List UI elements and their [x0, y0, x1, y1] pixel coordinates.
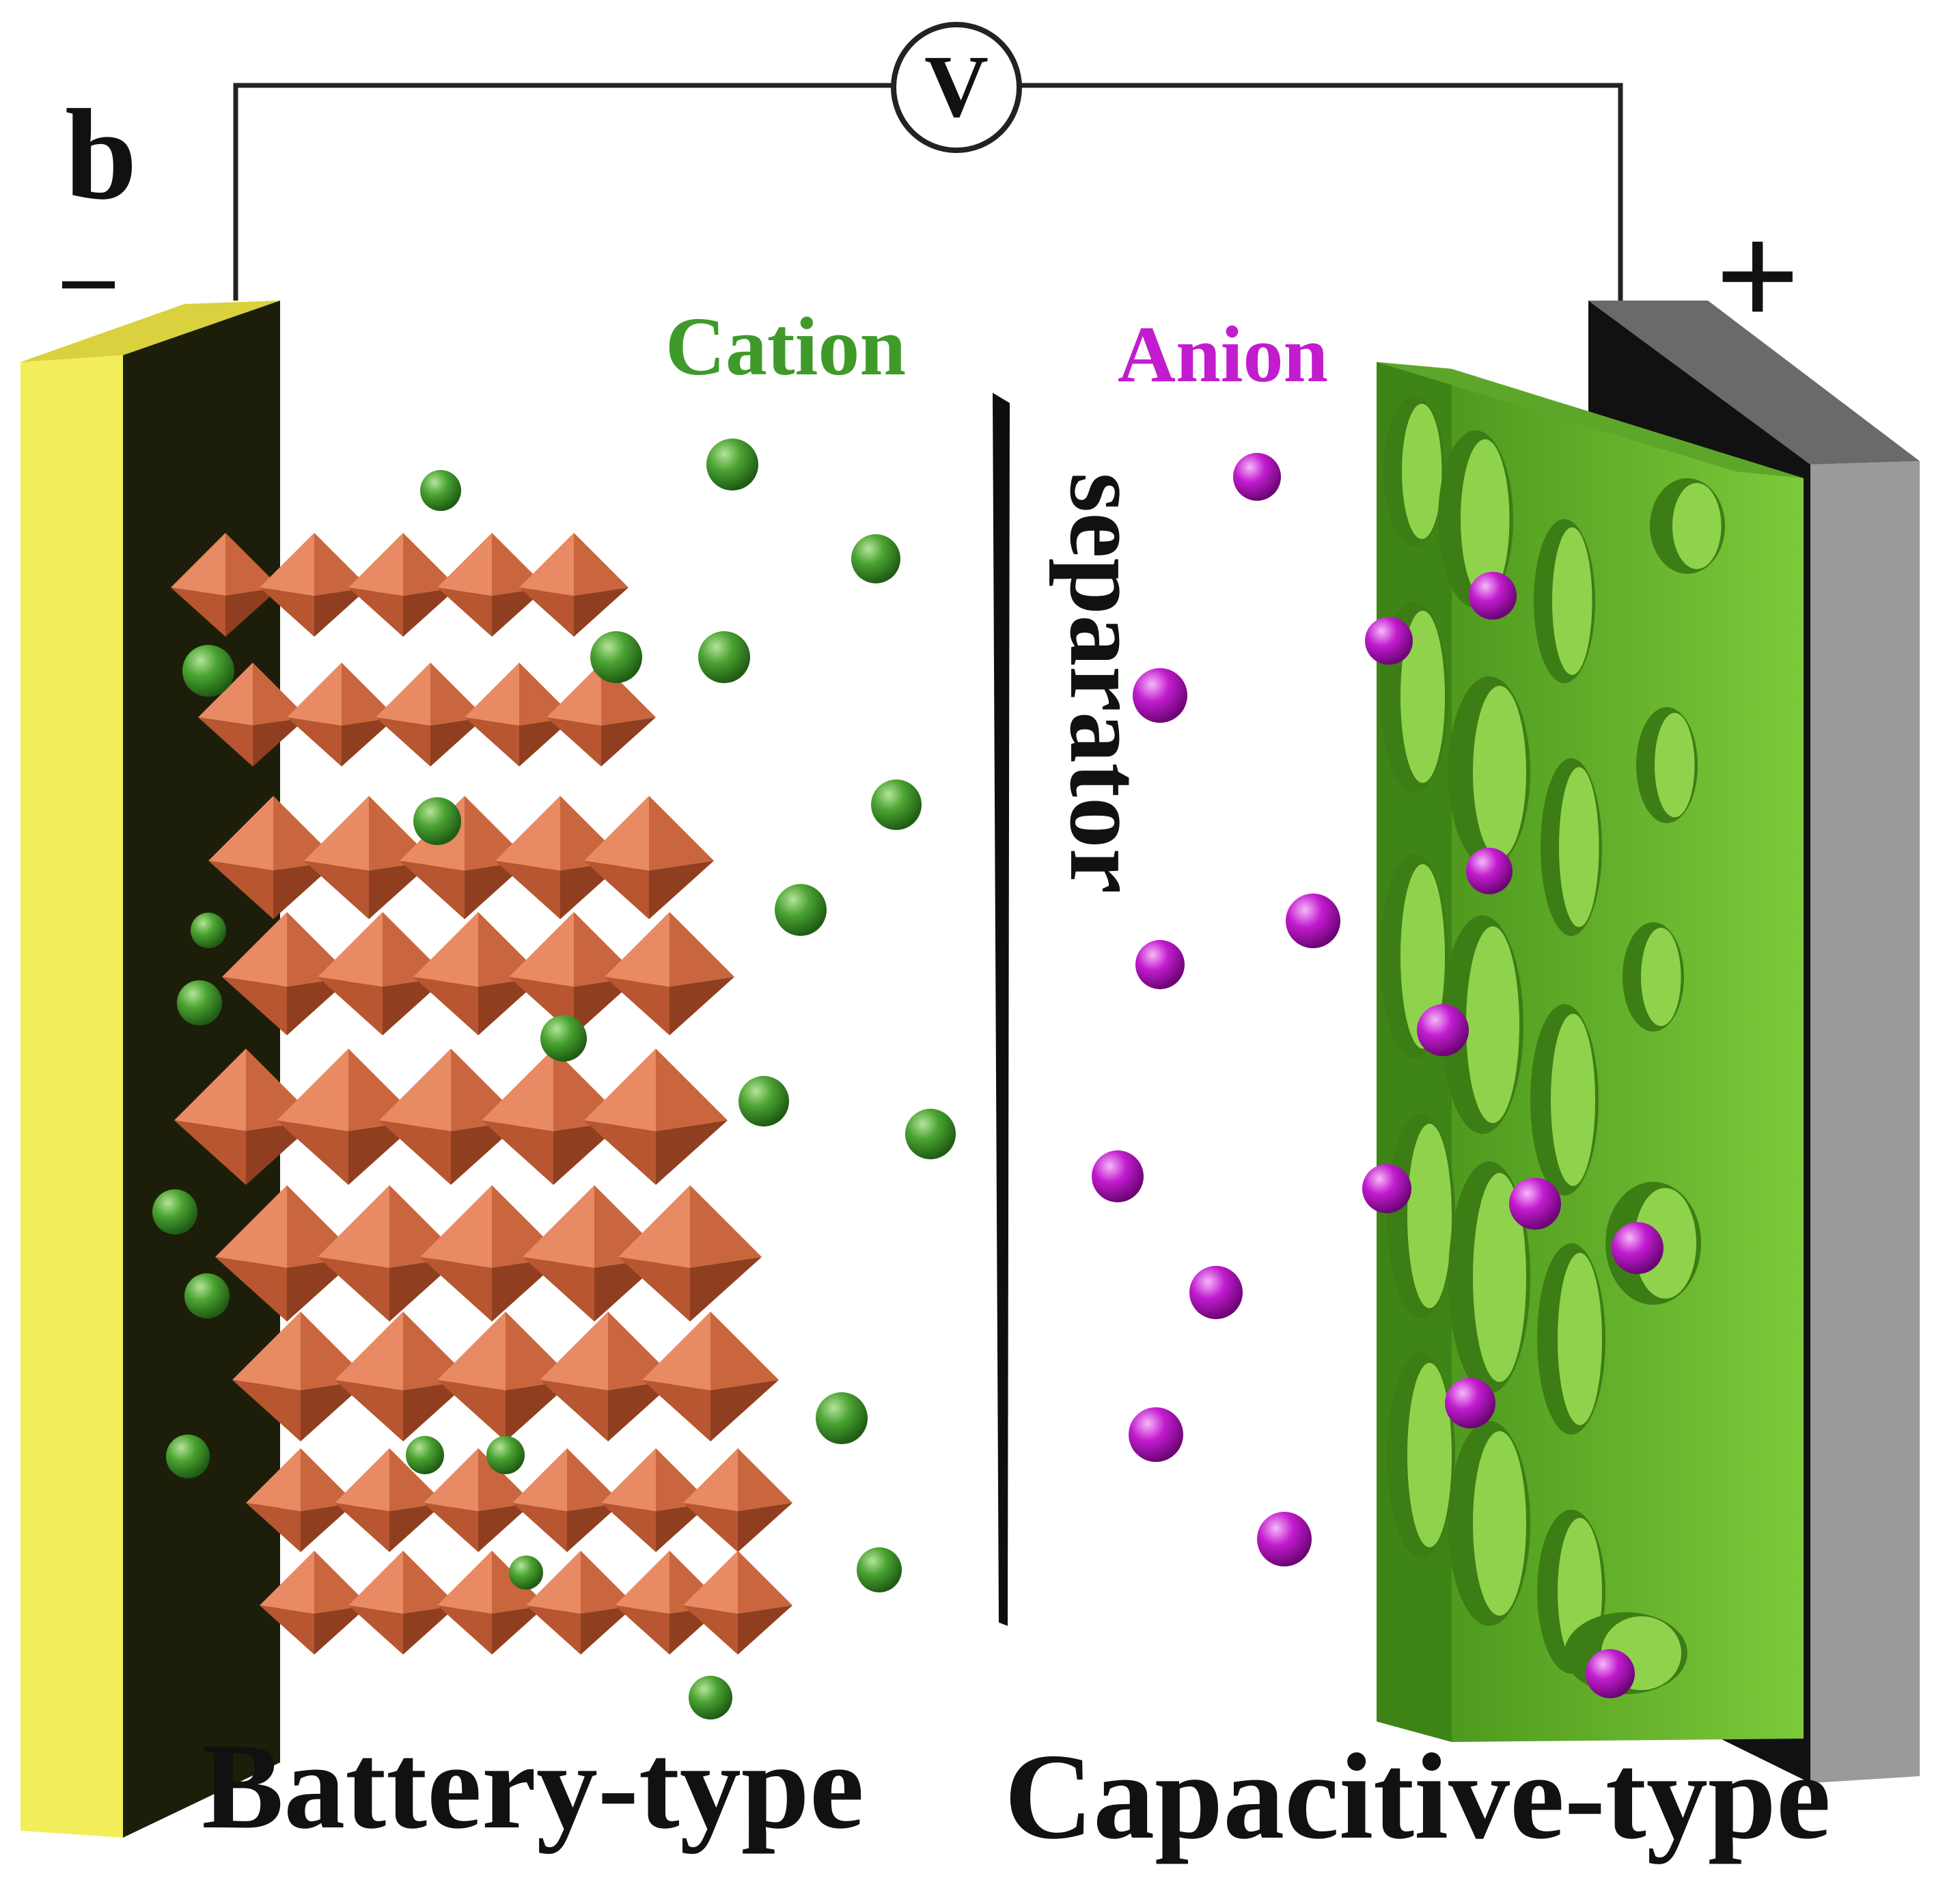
anion-sphere: [1612, 1222, 1664, 1274]
octahedron: [601, 1448, 710, 1552]
octahedron: [260, 1551, 369, 1655]
octahedron: [376, 663, 485, 766]
anion-sphere: [1189, 1266, 1243, 1319]
cation-sphere: [698, 631, 750, 683]
octahedron: [605, 912, 734, 1036]
cation-sphere: [177, 980, 222, 1025]
octahedron: [287, 663, 396, 766]
cation-sphere: [509, 1556, 543, 1590]
cation-sphere: [540, 1015, 587, 1062]
carbon-pore: [1650, 478, 1725, 574]
cation-sphere: [413, 797, 461, 845]
octahedron: [526, 1551, 635, 1655]
octahedron: [335, 1448, 444, 1552]
anion-sphere: [1466, 848, 1513, 894]
octahedron: [424, 1448, 533, 1552]
carbon-pore: [1448, 1421, 1530, 1626]
anion-sphere: [1586, 1649, 1635, 1698]
octahedron: [519, 533, 629, 637]
octahedron: [208, 796, 338, 920]
panel-label: b: [65, 83, 137, 227]
anion-sphere: [1233, 453, 1281, 501]
octahedron: [260, 533, 369, 637]
anion-sphere: [1469, 572, 1517, 620]
anion-sphere: [1362, 1164, 1411, 1213]
octahedron: [171, 533, 280, 637]
anion-sphere: [1286, 894, 1340, 948]
cation-sphere: [590, 631, 642, 683]
capacitive-type-label: Capacitive-type: [1004, 1728, 1831, 1864]
anion-sphere: [1445, 1378, 1495, 1428]
anion-sphere: [1257, 1512, 1312, 1566]
anion-sphere: [1417, 1004, 1469, 1056]
cation-sphere: [857, 1547, 902, 1592]
anion-sphere: [1509, 1178, 1561, 1230]
octahedron: [198, 663, 307, 766]
anion-sphere: [1133, 668, 1187, 723]
cation-sphere: [689, 1676, 732, 1719]
cation-sphere: [486, 1436, 525, 1474]
carbon-pore: [1441, 915, 1523, 1134]
battery-type-electrode-material: [171, 533, 792, 1655]
negative-terminal-sign: –: [61, 218, 115, 331]
cation-sphere: [706, 439, 758, 490]
voltmeter-label: V: [924, 38, 989, 136]
cation-sphere: [816, 1392, 868, 1444]
carbon-pore: [1448, 1161, 1530, 1394]
carbon-pore: [1448, 676, 1530, 868]
separator-membrane: [993, 393, 1010, 1626]
cation-sphere: [184, 1273, 230, 1318]
cation-sphere: [739, 1076, 789, 1126]
capacitive-type-porous-carbon: [1377, 362, 1804, 1742]
octahedron: [512, 1448, 622, 1552]
anion-sphere: [1092, 1150, 1144, 1202]
anion-group: [1092, 453, 1664, 1698]
carbon-pore: [1537, 1243, 1605, 1435]
anion-sphere: [1129, 1407, 1183, 1462]
octahedron: [683, 1448, 792, 1552]
cation-sphere: [905, 1109, 956, 1159]
cation-sphere: [152, 1189, 197, 1234]
carbon-pore: [1383, 396, 1445, 547]
carbon-pore: [1438, 430, 1513, 608]
octahedron: [246, 1448, 355, 1552]
octahedron: [348, 533, 458, 637]
cation-label: Cation: [665, 301, 906, 393]
cation-sphere: [182, 645, 234, 697]
cation-sphere: [420, 470, 461, 511]
octahedron: [420, 1185, 564, 1322]
carbon-pore: [1636, 707, 1698, 823]
voltmeter-icon: V: [891, 22, 1022, 153]
octahedron: [523, 1185, 666, 1322]
octahedron: [348, 1551, 458, 1655]
octahedron: [683, 1551, 792, 1655]
cation-sphere: [851, 534, 900, 583]
carbon-pore: [1623, 922, 1684, 1032]
octahedron: [584, 1049, 728, 1185]
circuit-wire: [233, 83, 1623, 301]
octahedron: [618, 1185, 762, 1322]
carbon-pore: [1387, 1353, 1455, 1558]
anion-label: Anion: [1118, 309, 1328, 399]
cation-sphere: [775, 884, 827, 936]
octahedron: [642, 1312, 779, 1441]
battery-type-label: Battery-type: [202, 1718, 864, 1854]
cation-sphere: [191, 913, 226, 948]
carbon-pore: [1387, 1114, 1455, 1318]
anion-sphere: [1135, 940, 1185, 989]
carbon-pore: [1541, 758, 1602, 936]
anion-sphere: [1365, 617, 1413, 665]
cation-group: [152, 439, 956, 1719]
carbon-pore: [1534, 519, 1595, 683]
cation-sphere: [166, 1435, 210, 1478]
cation-sphere: [871, 779, 922, 830]
cation-sphere: [406, 1436, 444, 1474]
carbon-pore: [1530, 1004, 1599, 1195]
octahedron: [584, 796, 714, 920]
